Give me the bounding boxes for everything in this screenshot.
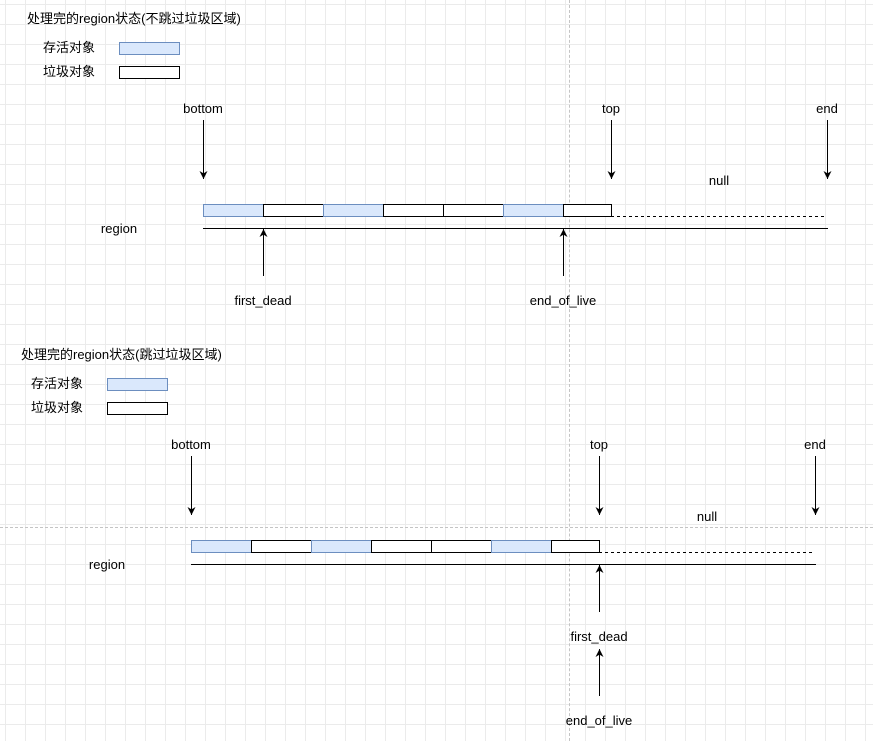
diagram1-dead-object-block-7 [563, 204, 612, 217]
diagram2-live-object-block-3 [311, 540, 372, 553]
diagram1-legend-dead-label: 垃圾对象 [43, 64, 96, 79]
diagram2-dead-object-block-7 [551, 540, 600, 553]
diagram1-object-blocks [203, 204, 612, 217]
diagram2-live-object-block-1 [191, 540, 252, 553]
diagram1-null-label: null [708, 173, 730, 188]
diagram1-end-label: end [816, 101, 838, 116]
diagram2-legend-dead-swatch [107, 402, 168, 415]
diagram1-end-of-live-label: end_of_live [529, 293, 597, 308]
diagram1-live-object-block-3 [323, 204, 384, 217]
diagram2-null-label: null [696, 509, 718, 524]
diagram2-region-label: region [88, 557, 126, 572]
diagram1-first-dead-label: first_dead [234, 293, 292, 308]
diagram1-dead-object-block-4 [383, 204, 444, 217]
diagram2-legend-live-label: 存活对象 [31, 376, 84, 391]
diagram1-legend-live-label: 存活对象 [43, 40, 96, 55]
diagram1-top-label: top [601, 101, 621, 116]
diagram2-first-dead-label: first_dead [570, 629, 628, 644]
diagram1-live-object-block-6 [503, 204, 564, 217]
diagram2-legend-dead-label: 垃圾对象 [31, 400, 84, 415]
guide-line-horizontal [0, 527, 873, 528]
diagram2-title: 处理完的region状态(跳过垃圾区域) [21, 347, 222, 362]
diagram2-end-of-live-label: end_of_live [565, 713, 633, 728]
diagram2-object-blocks [191, 540, 600, 553]
diagram1-legend-dead-swatch [119, 66, 180, 79]
diagram1-legend-live-swatch [119, 42, 180, 55]
diagram2-legend-live-swatch [107, 378, 168, 391]
guide-line-vertical [569, 0, 570, 741]
diagram1-live-object-block-1 [203, 204, 264, 217]
diagram2-dead-object-block-2 [251, 540, 312, 553]
diagram1-region-label: region [100, 221, 138, 236]
diagram1-title: 处理完的region状态(不跳过垃圾区域) [27, 11, 241, 26]
diagram2-dead-object-block-5 [431, 540, 492, 553]
diagram2-bottom-label: bottom [171, 437, 211, 452]
diagram2-dead-object-block-4 [371, 540, 432, 553]
diagram1-dead-object-block-2 [263, 204, 324, 217]
diagram1-bottom-label: bottom [183, 101, 223, 116]
diagram2-live-object-block-6 [491, 540, 552, 553]
diagram2-top-label: top [589, 437, 609, 452]
diagram1-dead-object-block-5 [443, 204, 504, 217]
diagram2-end-label: end [804, 437, 826, 452]
